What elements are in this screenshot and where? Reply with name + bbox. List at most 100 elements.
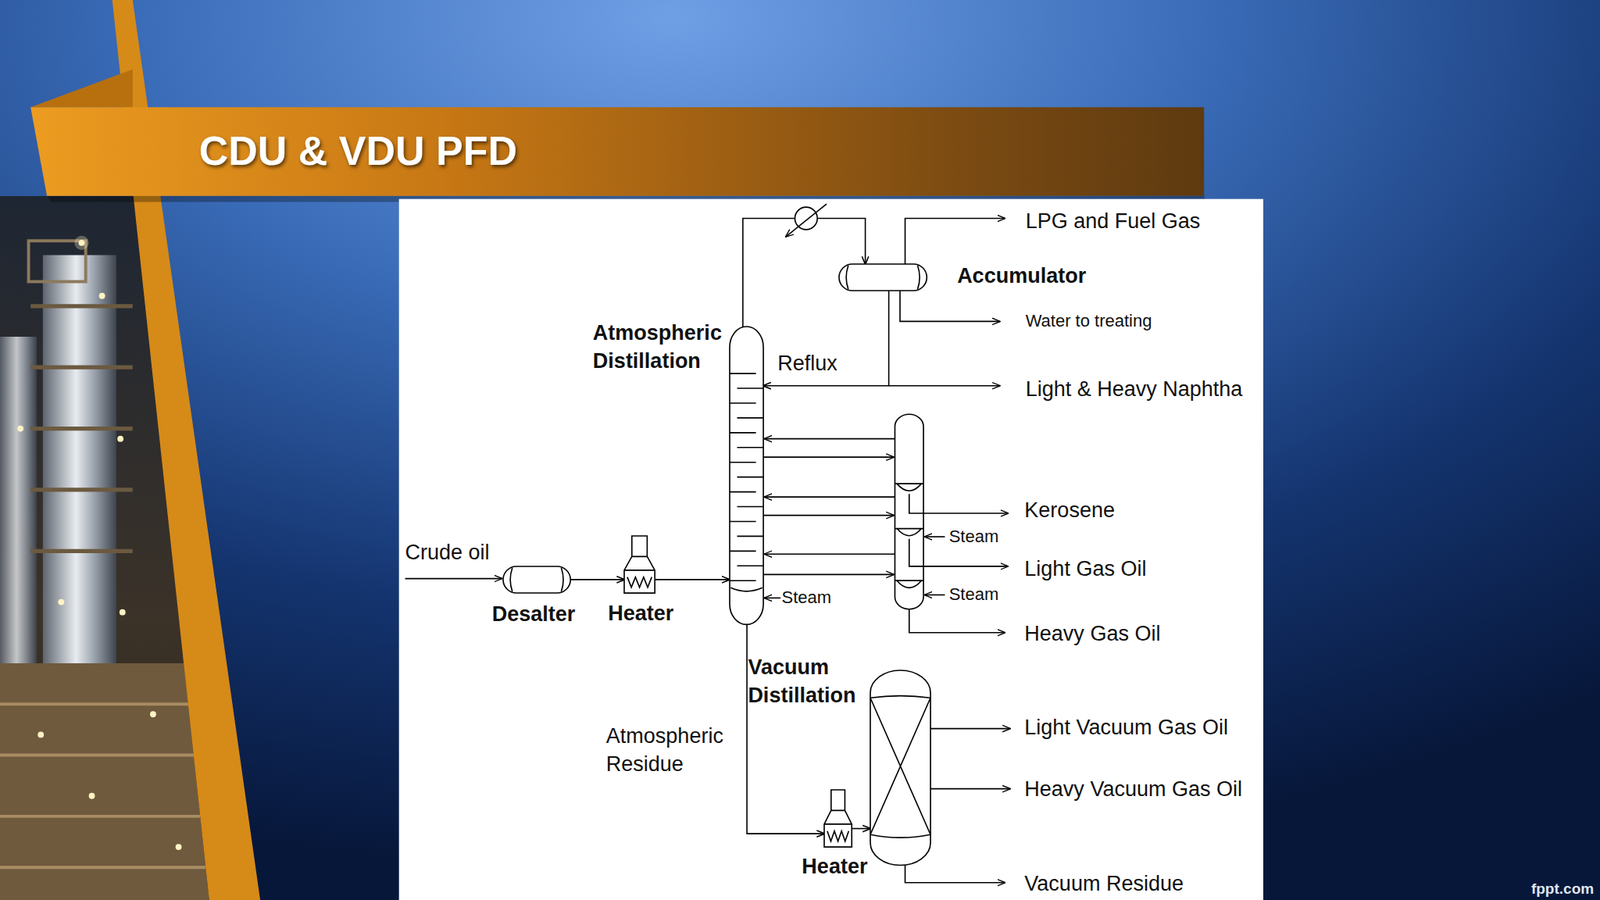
feed-line: [405, 578, 503, 580]
equipment-outline: [624, 535, 655, 593]
photo-light: [89, 792, 96, 800]
equipment-outline: [729, 326, 764, 625]
product-line: [909, 539, 1009, 567]
process-connector: [655, 578, 730, 581]
equipment-stroke: [870, 697, 931, 835]
equipment-stroke: [839, 264, 927, 291]
equipment-stroke: [827, 831, 849, 842]
photo-tanks: [0, 663, 215, 900]
process-lines: [405, 218, 1011, 883]
equipment-label: Vacuum Distillation: [747, 653, 889, 710]
feed-label: Crude oil: [405, 538, 490, 567]
banner-fold: [30, 69, 133, 108]
process-connector: [852, 828, 872, 830]
product-label: Kerosene: [1024, 496, 1115, 525]
photo-light: [119, 609, 126, 616]
equipment-stroke: [627, 576, 652, 587]
draw-line: [763, 574, 894, 576]
equipment-label: Atmospheric Distillation: [592, 318, 750, 375]
product-label: Light Vacuum Gas Oil: [1024, 713, 1229, 742]
draw-line: [763, 456, 894, 458]
product-label: LPG and Fuel Gas: [1025, 207, 1201, 236]
photo-light: [150, 710, 157, 718]
product-line: [909, 493, 1009, 514]
equipment-stroke: [624, 535, 655, 593]
draw-line: [763, 514, 894, 517]
utility-line: [924, 594, 945, 597]
draw-line: [764, 553, 895, 555]
equipment-stroke: [503, 566, 571, 593]
tray-tower: Atmospheric Distillation: [729, 326, 764, 625]
photo-tank-bands: [0, 703, 215, 868]
product-line: [930, 728, 1011, 730]
equipment-stroke: [824, 789, 852, 847]
equipment-stroke: [729, 373, 764, 592]
equipment-stroke: [870, 670, 931, 865]
product-line: [930, 788, 1011, 790]
slide-title: CDU & VDU PFD: [199, 125, 518, 176]
process-connector: [742, 218, 866, 327]
process-connector: [570, 578, 625, 581]
product-line: [900, 290, 1000, 322]
product-label: Water to treating: [1025, 310, 1153, 333]
process-connector: [746, 624, 825, 834]
product-line: [909, 609, 1006, 633]
utility-line: [924, 535, 945, 538]
product-line: [905, 218, 1006, 265]
process-connector: [763, 290, 890, 386]
equipment-label: Heater: [801, 852, 868, 881]
utility-line: [764, 597, 781, 600]
photo-light: [37, 731, 44, 738]
product-label: Heavy Gas Oil: [1024, 619, 1161, 648]
photo-light: [175, 843, 183, 850]
product-line: [889, 385, 1000, 387]
stream-label: Atmospheric Residue: [606, 721, 771, 779]
draw-line: [764, 438, 895, 440]
watermark: fppt.com: [1531, 879, 1594, 899]
equipment-outline: [870, 670, 931, 865]
packed-tower: Vacuum Distillation: [870, 670, 931, 865]
furnace-symbol: Heater: [624, 535, 655, 593]
equipment-stroke: [624, 556, 655, 571]
utility-label: Steam: [949, 525, 1000, 548]
furnace-symbol: Heater: [824, 789, 852, 847]
utility-label: Steam: [949, 583, 1000, 606]
stream-label: Reflux: [777, 349, 838, 378]
product-label: Light & Heavy Naphtha: [1025, 375, 1243, 404]
equipment-stroke: [870, 696, 931, 839]
equipment-stroke: [510, 567, 564, 592]
condenser-symbol: [785, 203, 827, 237]
equipment-stroke: [846, 265, 920, 290]
equipment-label: Accumulator: [957, 261, 1086, 290]
equipment-label: Heater: [607, 599, 674, 628]
photo-light: [117, 435, 124, 443]
photo-light: [78, 239, 86, 247]
diagram-panel: [399, 199, 1264, 900]
product-label: Vacuum Residue: [1024, 869, 1184, 898]
product-line: [905, 865, 1006, 883]
equipment-outline: [824, 789, 852, 847]
photo-light: [99, 292, 106, 300]
photo-platforms: [30, 306, 133, 551]
equipment-outline: [503, 566, 571, 593]
photo-light: [17, 425, 24, 433]
equipment-stroke: [824, 810, 852, 825]
product-label: Light Gas Oil: [1024, 554, 1147, 583]
photo-light: [57, 599, 65, 606]
draw-line: [764, 496, 895, 498]
equipment-stroke: [729, 326, 764, 625]
condenser-arrow: [785, 203, 827, 237]
equipment-outline: [839, 264, 927, 291]
product-label: Heavy Vacuum Gas Oil: [1024, 775, 1243, 804]
drum-vessel: Accumulator: [839, 264, 927, 291]
photo-glow: [74, 235, 89, 250]
title-banner: [30, 107, 1204, 197]
drum-vessel: Desalter: [503, 566, 571, 593]
